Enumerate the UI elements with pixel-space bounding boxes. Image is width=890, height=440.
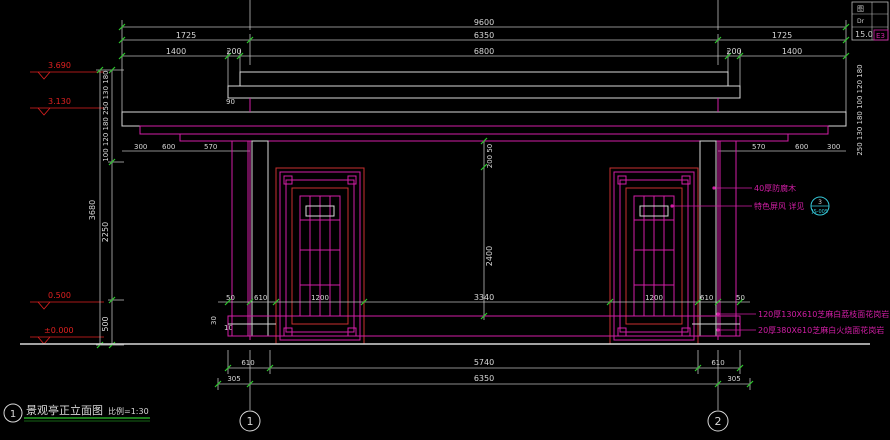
side-dim-l3: 570 <box>204 143 217 151</box>
title-block: 图 Dr 15.0 ЕЗ <box>851 1 889 41</box>
dim-row3-3: 6800 <box>474 47 494 56</box>
annotation-granite-2: 20厚380X610芝麻白火烧面花岗岩 <box>758 325 884 335</box>
bottom-dim-r2-3: 305 <box>727 375 740 383</box>
dim-3680: 3680 <box>88 200 97 220</box>
right-stack-dims: 250 130 180 100 120 180 <box>856 64 864 155</box>
dim-row3-5: 1400 <box>782 47 802 56</box>
row-dim-2: 610 <box>254 294 267 302</box>
row-dim-4: 3340 <box>474 293 494 302</box>
svg-text:ЕЗ: ЕЗ <box>876 32 885 40</box>
screen-right <box>609 167 699 345</box>
elev-3690: 3.690 <box>48 61 71 70</box>
elev-0500: 0.500 <box>48 291 71 300</box>
side-dim-l1: 300 <box>134 143 147 151</box>
left-vertical-dims <box>96 69 124 346</box>
title-block-line3: 15.0 <box>855 30 873 39</box>
axis-label-2: 2 <box>715 415 722 428</box>
axis-label-1: 1 <box>247 415 254 428</box>
bottom-dim-r1-1: 610 <box>241 359 254 367</box>
annotations: 40厚防腐木 特色屏风 详见 3 JS-005 120厚130X610芝麻白荔枝… <box>670 183 889 335</box>
detail-callout-bottom: JS-005 <box>811 209 828 215</box>
bottom-dimensions <box>217 350 751 410</box>
annotation-screen: 特色屏风 详见 <box>754 201 805 211</box>
top-dimensions <box>121 0 847 113</box>
dim-row2-right: 1725 <box>772 31 792 40</box>
title-text: 景观亭正立面图 <box>26 403 103 417</box>
grid-axis-2: 2 <box>707 410 729 432</box>
annotation-wood: 40厚防腐木 <box>754 183 796 193</box>
bottom-dim-r1-3: 610 <box>711 359 724 367</box>
row-dim-3: 1200 <box>311 294 329 302</box>
dim-row3-1: 1400 <box>166 47 186 56</box>
drawing-title: 1 景观亭正立面图 比例=1:30 <box>3 403 150 423</box>
side-dim-r1: 570 <box>752 143 765 151</box>
dim-90: 90 <box>226 98 235 106</box>
screen-left <box>275 167 365 345</box>
title-block-line2: Dr <box>857 18 865 25</box>
elev-3130: 3.130 <box>48 97 71 106</box>
detail-callout-top: 3 <box>818 199 822 206</box>
elevation-markers: 3.690 3.130 0.500 ±0.000 <box>30 61 104 345</box>
row-dim-5: 1200 <box>645 294 663 302</box>
row-dim-1: 50 <box>226 294 235 302</box>
dim-30: 30 <box>210 316 218 325</box>
dim-row2-center: 6350 <box>474 31 494 40</box>
left-stack-dims: 100 120 180 250 130 180 <box>102 70 110 161</box>
annotation-granite-1: 120厚130X610芝麻白荔枝面花岗岩 <box>758 309 889 319</box>
dim-500: 500 <box>101 316 110 331</box>
row-dim-7: 50 <box>736 294 745 302</box>
dim-2250: 2250 <box>101 222 110 242</box>
dim-row2-left: 1725 <box>176 31 196 40</box>
side-dim-l2: 600 <box>162 143 175 151</box>
bottom-dim-r1-2: 5740 <box>474 358 494 367</box>
elev-0000: ±0.000 <box>44 326 74 335</box>
dim-row3-4: 200 <box>726 47 741 56</box>
dim-center-top: 200 50 <box>486 144 494 169</box>
dim-center-2400: 2400 <box>485 246 494 266</box>
dim-row3-2: 200 <box>226 47 241 56</box>
title-scale: 比例=1:30 <box>108 406 149 416</box>
roof <box>121 71 847 142</box>
side-dim-r2: 600 <box>795 143 808 151</box>
row-dim-6: 610 <box>700 294 713 302</box>
title-number: 1 <box>10 409 16 420</box>
grid-axis-1: 1 <box>239 410 261 432</box>
side-dim-r3: 300 <box>827 143 840 151</box>
bottom-dim-r2-2: 6350 <box>474 374 494 383</box>
bottom-dim-r2-1: 305 <box>227 375 240 383</box>
dim-overall: 9600 <box>474 18 494 27</box>
title-block-line1: 图 <box>857 5 864 13</box>
top-dim-ticks <box>118 23 850 60</box>
